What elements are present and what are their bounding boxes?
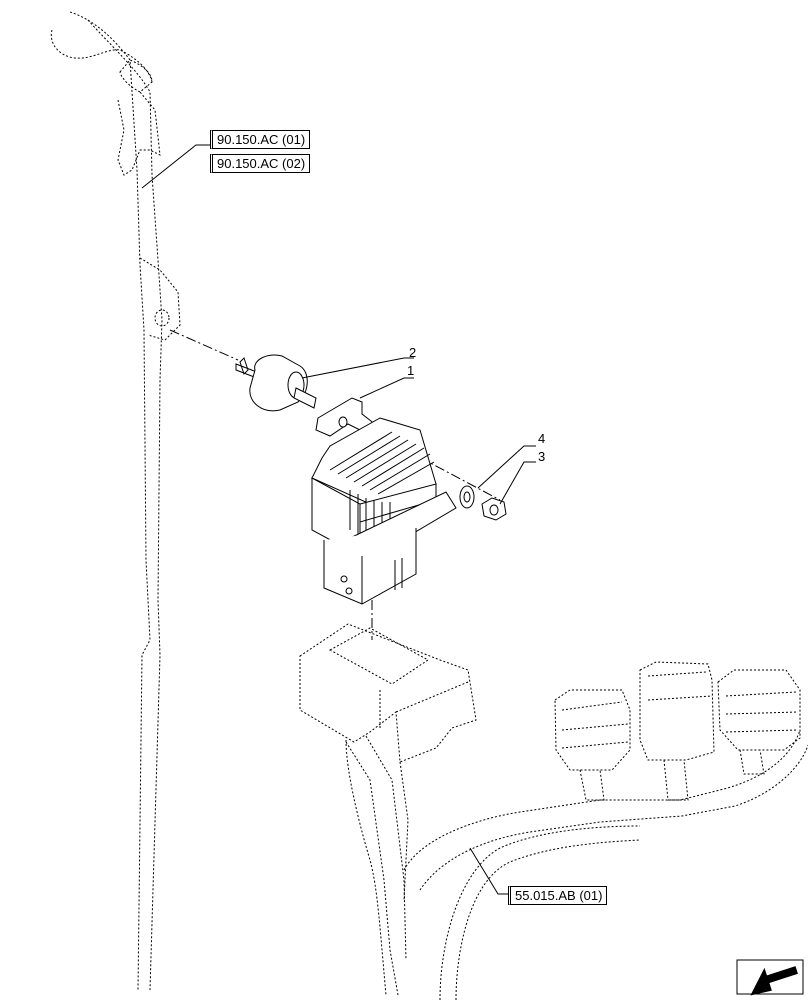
callout-item-3: 3 — [538, 449, 546, 464]
cab-pillar — [50, 11, 181, 991]
arrow-next-icon[interactable] — [736, 959, 804, 998]
harness-housing — [299, 623, 808, 1000]
ref-box-90150-ac-02[interactable]: 90.150.AC (02) — [210, 154, 311, 173]
item-2-rubber-mount — [235, 354, 317, 412]
item-1-module — [310, 397, 457, 605]
callout-item-4: 4 — [538, 431, 546, 446]
ref-box-55015-ab-01[interactable]: 55.015.AB (01) — [508, 886, 608, 905]
item-4-washer — [459, 485, 475, 509]
ref-90150-leader — [141, 144, 212, 189]
callout-item-1: 1 — [407, 363, 415, 378]
item-3-nut — [481, 497, 507, 521]
callout-leaders — [301, 357, 536, 895]
callout-item-2: 2 — [409, 345, 417, 360]
ref-box-90150-ac-01[interactable]: 90.150.AC (01) — [210, 130, 311, 149]
